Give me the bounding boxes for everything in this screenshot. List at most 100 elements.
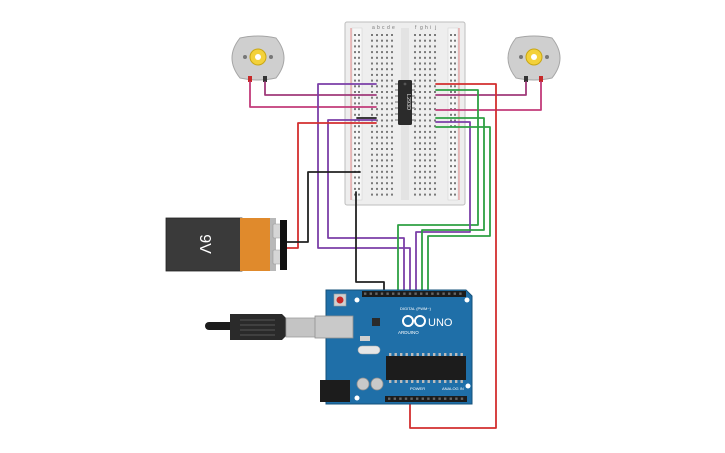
breadboard-hole[interactable] bbox=[386, 148, 388, 150]
breadboard-hole[interactable] bbox=[450, 148, 452, 150]
breadboard-hole[interactable] bbox=[386, 142, 388, 145]
breadboard-hole[interactable] bbox=[429, 130, 431, 133]
breadboard-hole[interactable] bbox=[371, 170, 373, 173]
breadboard-hole[interactable] bbox=[391, 142, 393, 145]
breadboard-hole[interactable] bbox=[391, 34, 393, 36]
breadboard-hole[interactable] bbox=[454, 130, 456, 133]
breadboard-hole[interactable] bbox=[434, 68, 436, 71]
power-pin[interactable] bbox=[432, 397, 436, 400]
digital-pin[interactable] bbox=[369, 292, 372, 295]
breadboard-hole[interactable] bbox=[354, 113, 356, 116]
breadboard-hole[interactable] bbox=[419, 62, 421, 65]
digital-pin[interactable] bbox=[375, 292, 378, 295]
breadboard-hole[interactable] bbox=[414, 96, 416, 99]
breadboard-hole[interactable] bbox=[354, 73, 356, 76]
breadboard-hole[interactable] bbox=[450, 182, 452, 185]
breadboard-hole[interactable] bbox=[354, 176, 356, 179]
power-pin[interactable] bbox=[444, 397, 447, 400]
breadboard-hole[interactable] bbox=[414, 142, 416, 145]
breadboard-hole[interactable] bbox=[414, 182, 416, 185]
breadboard-hole[interactable] bbox=[391, 148, 393, 150]
breadboard-hole[interactable] bbox=[419, 79, 421, 82]
breadboard-hole[interactable] bbox=[358, 182, 360, 185]
breadboard-hole[interactable] bbox=[386, 51, 388, 54]
breadboard-hole[interactable] bbox=[450, 176, 452, 179]
breadboard-hole[interactable] bbox=[414, 34, 416, 36]
breadboard-hole[interactable] bbox=[450, 130, 452, 133]
breadboard-hole[interactable] bbox=[381, 96, 383, 99]
breadboard-hole[interactable] bbox=[450, 113, 452, 116]
breadboard-hole[interactable] bbox=[386, 102, 388, 105]
breadboard-hole[interactable] bbox=[386, 182, 388, 185]
breadboard-hole[interactable] bbox=[434, 34, 436, 36]
breadboard-hole[interactable] bbox=[429, 102, 431, 105]
breadboard-hole[interactable] bbox=[434, 85, 436, 88]
breadboard-hole[interactable] bbox=[414, 113, 416, 116]
breadboard-hole[interactable] bbox=[381, 130, 383, 133]
breadboard-hole[interactable] bbox=[419, 85, 421, 88]
breadboard-hole[interactable] bbox=[434, 153, 436, 156]
power-pin[interactable] bbox=[388, 397, 391, 400]
breadboard-hole[interactable] bbox=[429, 108, 431, 111]
digital-pin[interactable] bbox=[386, 292, 389, 295]
breadboard-hole[interactable] bbox=[424, 108, 426, 111]
breadboard-hole[interactable] bbox=[381, 34, 383, 36]
breadboard-hole[interactable] bbox=[424, 136, 426, 139]
breadboard-hole[interactable] bbox=[391, 159, 393, 162]
breadboard-hole[interactable] bbox=[386, 176, 388, 179]
breadboard-hole[interactable] bbox=[391, 108, 393, 111]
breadboard-hole[interactable] bbox=[454, 113, 456, 116]
breadboard-hole[interactable] bbox=[429, 62, 431, 65]
breadboard-hole[interactable] bbox=[414, 56, 416, 59]
breadboard-hole[interactable] bbox=[454, 68, 456, 71]
breadboard-hole[interactable] bbox=[424, 170, 426, 173]
breadboard-hole[interactable] bbox=[434, 102, 436, 105]
digital-pin[interactable] bbox=[397, 292, 400, 295]
breadboard-hole[interactable] bbox=[454, 176, 456, 179]
breadboard-hole[interactable] bbox=[419, 51, 421, 54]
breadboard-hole[interactable] bbox=[376, 153, 378, 156]
breadboard-hole[interactable] bbox=[414, 187, 416, 190]
breadboard-hole[interactable] bbox=[386, 91, 388, 93]
breadboard-hole[interactable] bbox=[414, 91, 416, 93]
breadboard-hole[interactable] bbox=[414, 108, 416, 111]
breadboard-hole[interactable] bbox=[424, 79, 426, 82]
breadboard-hole[interactable] bbox=[429, 91, 431, 93]
breadboard-hole[interactable] bbox=[434, 62, 436, 65]
breadboard-hole[interactable] bbox=[358, 153, 360, 156]
breadboard-hole[interactable] bbox=[386, 39, 388, 42]
breadboard-hole[interactable] bbox=[381, 170, 383, 173]
breadboard-hole[interactable] bbox=[424, 159, 426, 162]
breadboard-hole[interactable] bbox=[381, 45, 383, 48]
breadboard-hole[interactable] bbox=[414, 165, 416, 168]
breadboard-hole[interactable] bbox=[386, 34, 388, 36]
breadboard-hole[interactable] bbox=[371, 45, 373, 48]
breadboard-hole[interactable] bbox=[371, 39, 373, 42]
breadboard-hole[interactable] bbox=[419, 148, 421, 150]
breadboard-hole[interactable] bbox=[419, 73, 421, 76]
breadboard-hole[interactable] bbox=[371, 62, 373, 65]
breadboard-hole[interactable] bbox=[391, 170, 393, 173]
breadboard-hole[interactable] bbox=[376, 62, 378, 65]
power-pin[interactable] bbox=[455, 397, 458, 400]
breadboard-hole[interactable] bbox=[424, 68, 426, 71]
breadboard-hole[interactable] bbox=[391, 39, 393, 42]
breadboard-hole[interactable] bbox=[454, 187, 456, 190]
breadboard-hole[interactable] bbox=[354, 91, 356, 93]
breadboard-hole[interactable] bbox=[450, 39, 452, 42]
breadboard-hole[interactable] bbox=[434, 56, 436, 59]
breadboard-hole[interactable] bbox=[376, 136, 378, 139]
breadboard-hole[interactable] bbox=[424, 96, 426, 99]
breadboard-hole[interactable] bbox=[424, 45, 426, 48]
breadboard-hole[interactable] bbox=[391, 73, 393, 76]
breadboard-hole[interactable] bbox=[454, 34, 456, 36]
breadboard-hole[interactable] bbox=[376, 193, 378, 196]
breadboard-hole[interactable] bbox=[386, 96, 388, 99]
breadboard-hole[interactable] bbox=[386, 165, 388, 168]
breadboard-hole[interactable] bbox=[450, 193, 452, 196]
breadboard-hole[interactable] bbox=[454, 51, 456, 54]
breadboard-hole[interactable] bbox=[358, 136, 360, 139]
power-pin[interactable] bbox=[427, 397, 430, 400]
breadboard-hole[interactable] bbox=[434, 45, 436, 48]
breadboard-hole[interactable] bbox=[371, 136, 373, 139]
